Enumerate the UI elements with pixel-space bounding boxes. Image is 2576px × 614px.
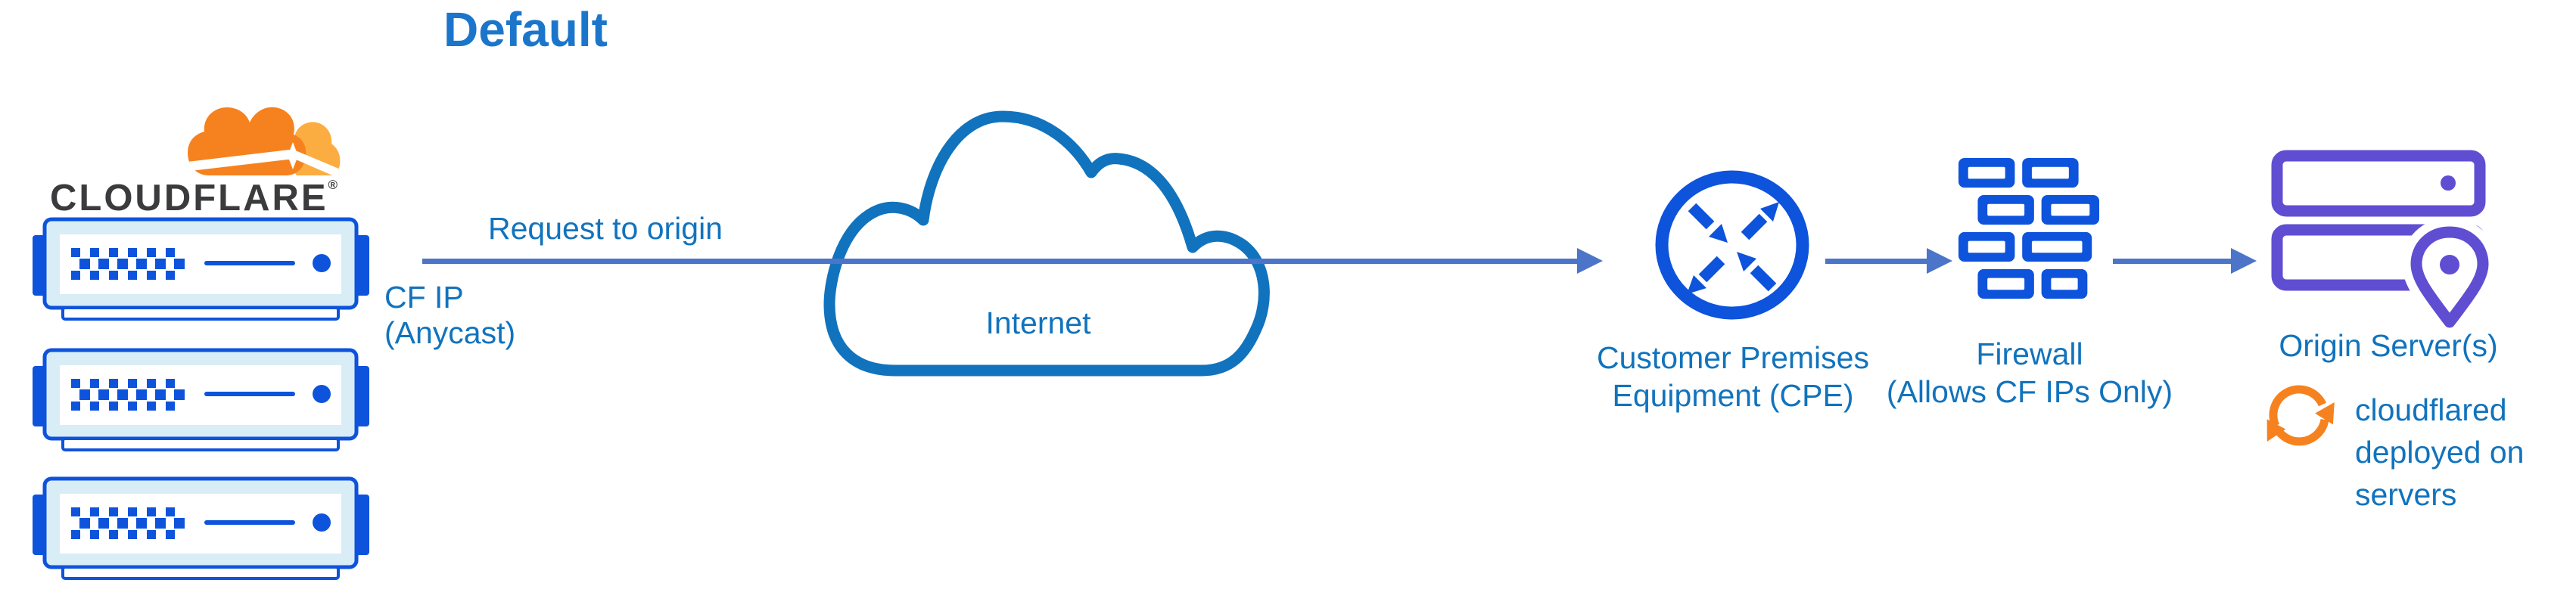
registered-trademark: ® — [328, 178, 338, 192]
origin-servers-label: Origin Server(s) — [2279, 328, 2498, 363]
cpe-label: Customer Premises Equipment (CPE) — [1573, 339, 1893, 414]
cpe-label-line1: Customer Premises — [1597, 340, 1869, 375]
firewall-icon — [1958, 158, 2099, 299]
firewall-label: Firewall (Allows CF IPs Only) — [1869, 335, 2190, 411]
internet-label: Internet — [985, 305, 1091, 340]
cloudflared-note-line3: servers — [2355, 477, 2457, 512]
page-title: Default — [443, 2, 608, 57]
cpe-router-icon — [1655, 170, 1809, 320]
edge-server-icon — [33, 348, 369, 454]
request-to-origin-label: Request to origin — [488, 211, 723, 246]
anycast-line: (Anycast) — [384, 315, 516, 350]
arrow-right-icon — [422, 259, 1578, 264]
firewall-label-line1: Firewall — [1976, 336, 2083, 371]
cpe-label-line2: Equipment (CPE) — [1612, 378, 1854, 413]
location-pin-icon — [2410, 226, 2489, 328]
cf-ip-anycast-label: CF IP (Anycast) — [384, 280, 515, 351]
cloudflare-wordmark: CLOUDFLARE® — [50, 177, 338, 219]
arrow-right-icon — [1825, 259, 1928, 264]
cloudflare-logo-icon — [188, 107, 341, 177]
edge-server-icon — [33, 476, 369, 582]
internet-cloud-icon — [823, 110, 1270, 377]
origin-servers-icon — [2271, 150, 2494, 330]
cloudflare-wordmark-text: CLOUDFLARE — [50, 178, 328, 219]
cloudflared-note-line1: cloudflared — [2355, 392, 2507, 427]
cf-ip-line: CF IP — [384, 280, 464, 315]
sync-arrows-icon — [2266, 385, 2335, 446]
arrowhead-icon — [2231, 248, 2257, 274]
arrowhead-icon — [1927, 248, 1952, 274]
edge-server-icon — [33, 217, 369, 323]
firewall-label-line2: (Allows CF IPs Only) — [1886, 374, 2173, 409]
arrow-right-icon — [2113, 259, 2232, 264]
cloudflared-note-line2: deployed on — [2355, 435, 2525, 470]
arrowhead-icon — [1577, 248, 1603, 274]
cloudflared-note: cloudflared deployed on servers — [2355, 389, 2524, 516]
